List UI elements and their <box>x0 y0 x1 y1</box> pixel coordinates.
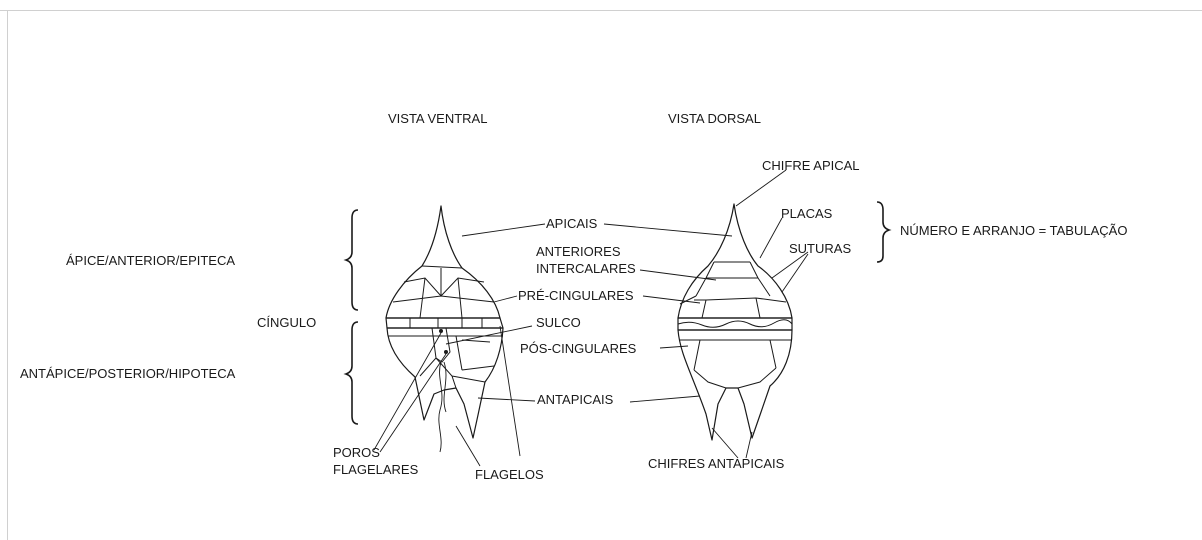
label-cingulum: CÍNGULO <box>257 315 316 330</box>
label-flagellar-pores-2: FLAGELARES <box>333 462 419 477</box>
label-antapicals: ANTAPICAIS <box>537 392 614 407</box>
leader-sutures <box>772 252 808 292</box>
ventral-cingulum <box>386 318 503 328</box>
label-sutures: SUTURAS <box>789 241 851 256</box>
label-sulcus: SULCO <box>536 315 581 330</box>
label-flagellar-pores-1: POROS <box>333 445 380 460</box>
label-postcingular: PÓS-CINGULARES <box>520 341 637 356</box>
ventral-organism <box>386 206 503 452</box>
leader-flagella <box>456 426 480 466</box>
dorsal-cingulum <box>678 318 792 330</box>
label-ventral-view: VISTA VENTRAL <box>388 111 487 126</box>
leader-sulcus-lower <box>500 326 520 456</box>
brace-tabulation <box>877 202 889 262</box>
leader-anterior-intercalary <box>640 270 716 280</box>
label-apicals: APICAIS <box>546 216 598 231</box>
leader-antapical-horns <box>712 428 752 458</box>
ventral-cingulum-sutures <box>410 318 482 328</box>
label-anterior-intercalary-2: INTERCALARES <box>536 261 636 276</box>
label-antapical-horns: CHIFRES ANTAPICAIS <box>648 456 785 471</box>
dorsal-epitheca-sutures <box>680 262 786 318</box>
label-tabulation: NÚMERO E ARRANJO = TABULAÇÃO <box>900 223 1127 238</box>
ventral-flagellum-1 <box>439 362 442 452</box>
ventral-flagellum-2 <box>444 362 446 412</box>
brace-hypotheca <box>346 322 358 424</box>
ventral-epitheca-sutures <box>393 266 494 318</box>
label-hypotheca: ANTÁPICE/POSTERIOR/HIPOTECA <box>20 366 236 381</box>
dorsal-organism <box>678 204 792 440</box>
flagellar-pore-2 <box>444 350 448 354</box>
dorsal-cingulum-wave <box>678 320 792 328</box>
label-precingular: PRÉ-CINGULARES <box>518 288 634 303</box>
leader-plates <box>760 218 782 258</box>
ventral-hypotheca-outline <box>387 328 503 438</box>
label-flagella: FLAGELOS <box>475 467 544 482</box>
leader-apical-horn <box>736 170 786 206</box>
label-epitheca: ÁPICE/ANTERIOR/EPITECA <box>66 253 235 268</box>
label-apical-horn: CHIFRE APICAL <box>762 158 860 173</box>
flagellar-pore-1 <box>439 329 443 333</box>
label-dorsal-view: VISTA DORSAL <box>668 111 761 126</box>
label-plates: PLACAS <box>781 206 833 221</box>
dorsal-hypotheca-outline <box>678 330 792 440</box>
brace-epitheca <box>346 210 358 310</box>
label-anterior-intercalary-1: ANTERIORES <box>536 244 621 259</box>
